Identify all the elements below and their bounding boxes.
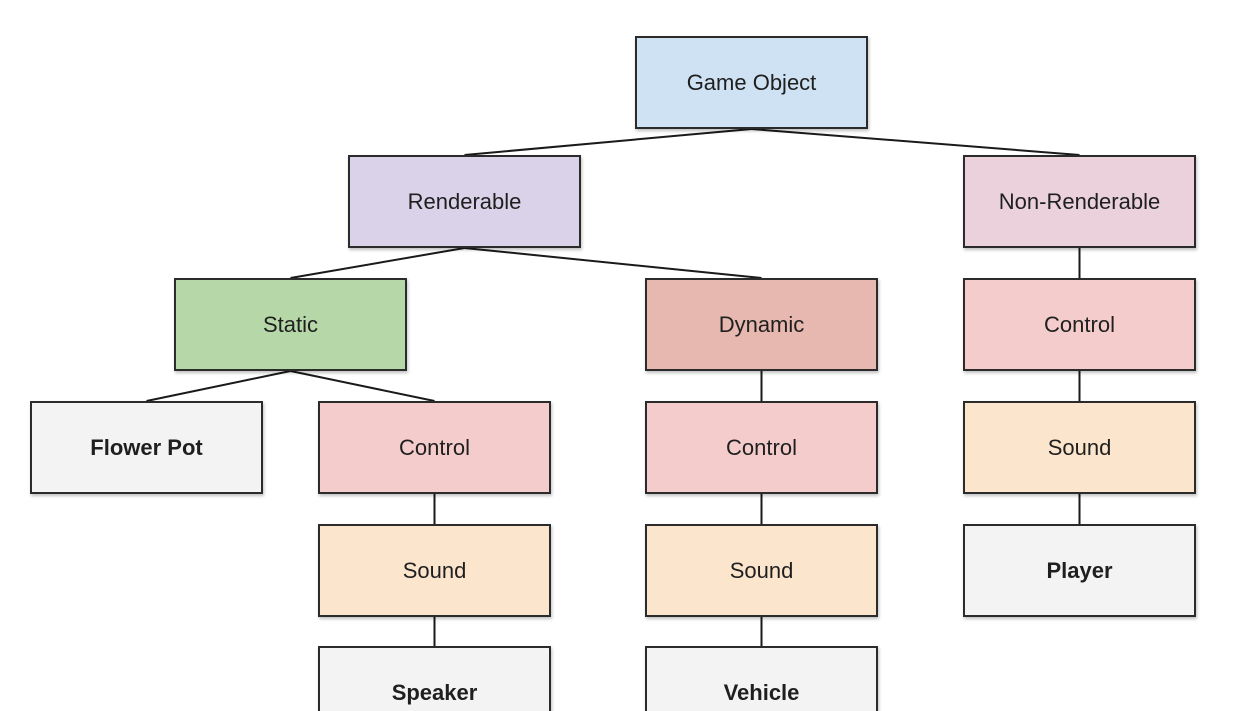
connector-static-to-flower-pot xyxy=(146,370,291,402)
node-static-sound: Sound xyxy=(318,524,551,617)
node-dynamic-sound: Sound xyxy=(645,524,878,617)
node-static: Static xyxy=(174,278,407,371)
node-game-object: Game Object xyxy=(635,36,868,129)
node-static-control: Control xyxy=(318,401,551,494)
node-non-renderable-sound: Sound xyxy=(963,401,1196,494)
node-dynamic: Dynamic xyxy=(645,278,878,371)
node-non-renderable: Non-Renderable xyxy=(963,155,1196,248)
connector-game-object-to-non-renderable xyxy=(751,128,1080,156)
node-renderable: Renderable xyxy=(348,155,581,248)
node-non-renderable-control: Control xyxy=(963,278,1196,371)
connector-renderable-to-dynamic xyxy=(464,247,762,279)
connector-game-object-to-renderable xyxy=(464,128,752,156)
node-speaker: Speaker xyxy=(318,646,551,711)
node-player: Player xyxy=(963,524,1196,617)
node-flower-pot: Flower Pot xyxy=(30,401,263,494)
connector-renderable-to-static xyxy=(290,247,465,279)
node-dynamic-control: Control xyxy=(645,401,878,494)
connector-static-to-static-control xyxy=(290,370,435,402)
node-vehicle: Vehicle xyxy=(645,646,878,711)
